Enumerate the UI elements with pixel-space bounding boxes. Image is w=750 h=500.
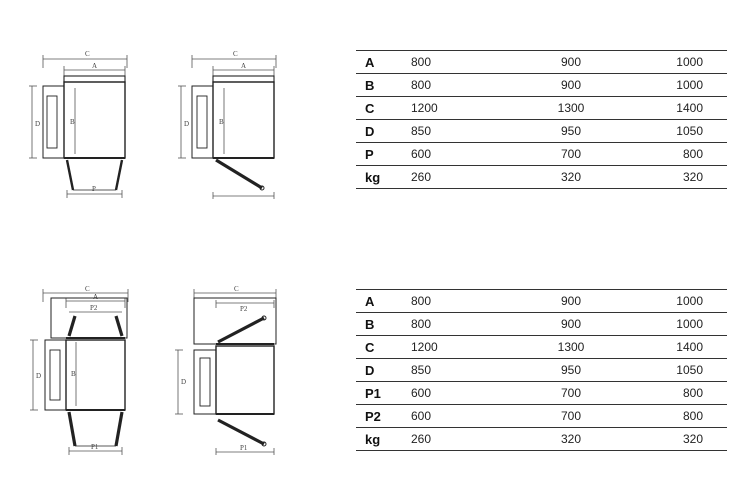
value-cell: 600 bbox=[411, 142, 521, 166]
table-row: A 800 900 1000 bbox=[356, 50, 727, 74]
table-row: D 850 950 1050 bbox=[356, 119, 727, 143]
value-cell: 700 bbox=[521, 404, 621, 428]
value-cell: 900 bbox=[521, 289, 621, 313]
value-cell: 1000 bbox=[621, 312, 727, 336]
table-row: C 1200 1300 1400 bbox=[356, 96, 727, 120]
value-cell: 260 bbox=[411, 165, 521, 189]
row-label: B bbox=[356, 312, 411, 336]
row-label: C bbox=[356, 96, 411, 120]
value-cell: 1050 bbox=[621, 358, 727, 382]
value-cell: 1000 bbox=[621, 73, 727, 97]
row-label: C bbox=[356, 335, 411, 359]
cabinet-drawing-2: C A D B bbox=[176, 46, 286, 202]
dim-label-p1: P1 bbox=[240, 444, 248, 452]
spec-table-bottom: A 800 900 1000 B 800 900 1000 C 1200 130… bbox=[356, 289, 727, 451]
dim-label-d: D bbox=[36, 372, 41, 380]
dim-label-b: B bbox=[70, 118, 75, 126]
value-cell: 1200 bbox=[411, 96, 521, 120]
row-label: kg bbox=[356, 427, 411, 451]
table-row: P2 600 700 800 bbox=[356, 404, 727, 428]
cabinet-drawing-4: C P2 D P1 bbox=[172, 284, 288, 456]
dim-label-p2: P2 bbox=[90, 304, 98, 312]
table-row: kg 260 320 320 bbox=[356, 427, 727, 451]
table-row: P1 600 700 800 bbox=[356, 381, 727, 405]
value-cell: 1050 bbox=[621, 119, 727, 143]
value-cell: 1300 bbox=[521, 335, 621, 359]
value-cell: 800 bbox=[411, 50, 521, 74]
dim-label-p1: P1 bbox=[91, 443, 99, 451]
value-cell: 700 bbox=[521, 142, 621, 166]
value-cell: 800 bbox=[411, 289, 521, 313]
dim-label-c: C bbox=[85, 285, 90, 293]
value-cell: 1000 bbox=[621, 289, 727, 313]
value-cell: 1400 bbox=[621, 96, 727, 120]
value-cell: 320 bbox=[521, 165, 621, 189]
value-cell: 700 bbox=[521, 381, 621, 405]
table-row: C 1200 1300 1400 bbox=[356, 335, 727, 359]
dim-label-a: A bbox=[93, 293, 98, 301]
table-row: kg 260 320 320 bbox=[356, 165, 727, 189]
value-cell: 600 bbox=[411, 381, 521, 405]
dim-label-p: P bbox=[92, 185, 96, 193]
value-cell: 900 bbox=[521, 312, 621, 336]
value-cell: 320 bbox=[621, 427, 727, 451]
value-cell: 1000 bbox=[621, 50, 727, 74]
dim-label-d: D bbox=[184, 120, 189, 128]
value-cell: 800 bbox=[411, 73, 521, 97]
dim-label-a: A bbox=[92, 62, 97, 70]
value-cell: 850 bbox=[411, 358, 521, 382]
value-cell: 800 bbox=[411, 312, 521, 336]
value-cell: 800 bbox=[621, 142, 727, 166]
table-row: P 600 700 800 bbox=[356, 142, 727, 166]
row-label: P1 bbox=[356, 381, 411, 405]
dim-label-c: C bbox=[85, 50, 90, 58]
value-cell: 600 bbox=[411, 404, 521, 428]
value-cell: 900 bbox=[521, 73, 621, 97]
value-cell: 320 bbox=[521, 427, 621, 451]
table-row: D 850 950 1050 bbox=[356, 358, 727, 382]
dim-label-c: C bbox=[234, 285, 239, 293]
row-label: D bbox=[356, 119, 411, 143]
value-cell: 950 bbox=[521, 119, 621, 143]
cabinet-drawing-3: C A P2 D B P1 bbox=[28, 284, 138, 456]
value-cell: 320 bbox=[621, 165, 727, 189]
row-label: B bbox=[356, 73, 411, 97]
dim-label-d: D bbox=[181, 378, 186, 386]
dim-label-b: B bbox=[219, 118, 224, 126]
row-label: A bbox=[356, 289, 411, 313]
dim-label-p2: P2 bbox=[240, 305, 248, 313]
value-cell: 850 bbox=[411, 119, 521, 143]
dim-label-d: D bbox=[35, 120, 40, 128]
row-label: P2 bbox=[356, 404, 411, 428]
spec-table-top: A 800 900 1000 B 800 900 1000 C 1200 130… bbox=[356, 50, 727, 189]
dim-label-a: A bbox=[241, 62, 246, 70]
value-cell: 800 bbox=[621, 404, 727, 428]
row-label: A bbox=[356, 50, 411, 74]
value-cell: 260 bbox=[411, 427, 521, 451]
value-cell: 1400 bbox=[621, 335, 727, 359]
row-label: P bbox=[356, 142, 411, 166]
value-cell: 800 bbox=[621, 381, 727, 405]
cabinet-drawing-1: C A D B P bbox=[28, 46, 138, 202]
table-row: A 800 900 1000 bbox=[356, 289, 727, 313]
value-cell: 1300 bbox=[521, 96, 621, 120]
dim-label-c: C bbox=[233, 50, 238, 58]
row-label: D bbox=[356, 358, 411, 382]
value-cell: 900 bbox=[521, 50, 621, 74]
table-row: B 800 900 1000 bbox=[356, 312, 727, 336]
table-row: B 800 900 1000 bbox=[356, 73, 727, 97]
row-label: kg bbox=[356, 165, 411, 189]
value-cell: 1200 bbox=[411, 335, 521, 359]
dim-label-b: B bbox=[71, 370, 76, 378]
value-cell: 950 bbox=[521, 358, 621, 382]
